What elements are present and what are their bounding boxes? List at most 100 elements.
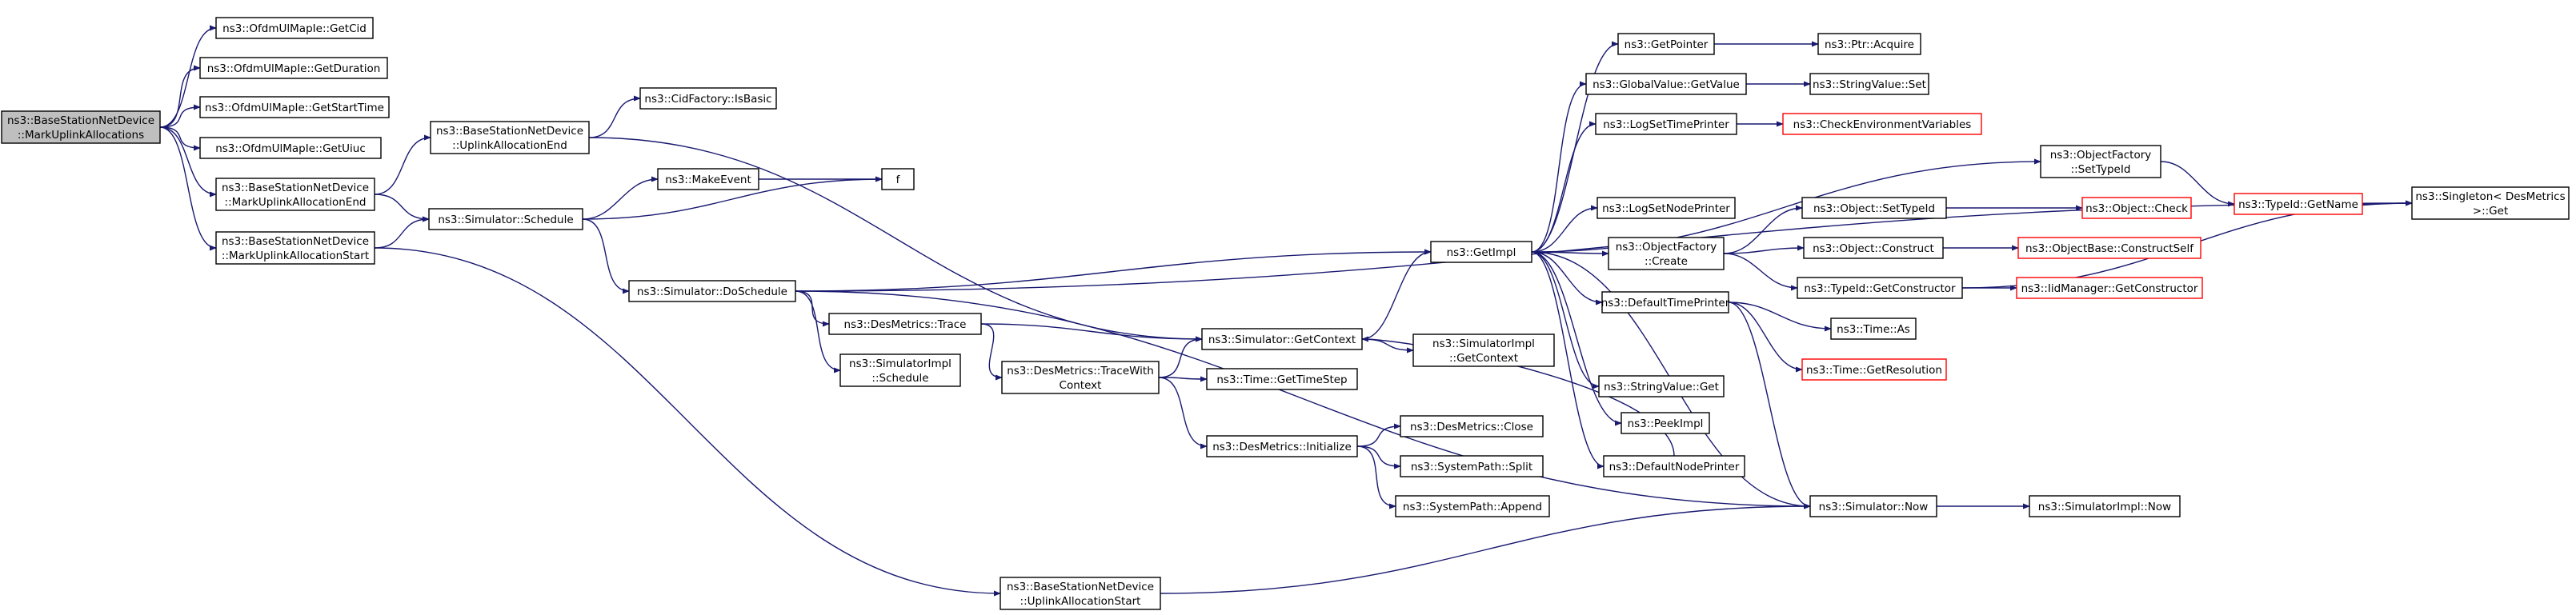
node-box [657,168,759,190]
node-label: ns3::GetImpl [1447,246,1516,259]
node-label: ns3::OfdmUlMapIe::GetDuration [207,62,381,75]
edge-n38-to-n48 [2160,161,2235,207]
node-ns3-time-gettimestep[interactable]: ns3::Time::GetTimeStep [1206,368,1358,390]
node-ns3-ofdmulmapie-getcid[interactable]: ns3::OfdmUlMapIe::GetCid [215,17,374,39]
node-ns3-systempath-append[interactable]: ns3::SystemPath::Append [1395,495,1550,517]
node-box [428,208,583,230]
node-box [1601,291,1729,313]
node-box [1201,328,1363,350]
node-ns3-object-check[interactable]: ns3::Object::Check [2081,197,2192,219]
edge-n0-to-n2 [159,65,201,128]
node-ns3-basestationnetdevice-markuplinkallocationstart[interactable]: ns3::BaseStationNetDevice::MarkUplinkAll… [215,231,375,265]
node-ns3-logsetnodeprinter[interactable]: ns3::LogSetNodePrinter [1596,197,1736,219]
node-box [1595,113,1737,135]
node-box [430,121,590,154]
edge-n24-to-n31 [1531,251,1600,389]
edge-n29-to-n39 [1723,205,1803,254]
edge-n9-to-n11 [582,176,883,220]
node-ns3-objectfactory-create[interactable]: ns3::ObjectFactory::Create [1608,237,1725,270]
node-ns3-simulator-schedule[interactable]: ns3::Simulator::Schedule [428,208,583,230]
node-ns3-object-settypeid[interactable]: ns3::Object::SetTypeId [1801,197,1947,219]
node-label: ns3::BaseStationNetDevice [222,182,369,194]
edge-n18-to-n22 [1356,445,1396,509]
node-label: ns3::ObjectBase::ConstructSelf [2025,242,2194,255]
edge-n29-to-n40 [1723,245,1805,254]
edge-n6-to-n23 [374,247,1001,597]
node-box [1797,277,1963,299]
node-ns3-singleton-desmetrics-get[interactable]: ns3::Singleton< DesMetrics>::Get [2411,186,2570,220]
node-ns3-systempath-split[interactable]: ns3::SystemPath::Split [1400,455,1544,477]
node-ns3-defaulttimeprinter[interactable]: ns3::DefaultTimePrinter [1601,291,1730,313]
node-ns3-ofdmulmapie-getstarttime[interactable]: ns3::OfdmUlMapIe::GetStartTime [199,96,390,118]
node-box [881,168,915,190]
node-box [2411,186,2570,220]
node-ns3-typeid-getconstructor[interactable]: ns3::TypeId::GetConstructor [1797,277,1963,299]
node-label: >::Get [2473,205,2508,218]
node-ns3-stringvalue-set[interactable]: ns3::StringValue::Set [1809,73,1929,95]
node-label: ::UplinkAllocationStart [1020,595,1141,608]
node-ns3-simulatorimpl-getcontext[interactable]: ns3::SimulatorImpl::GetContext [1412,333,1555,367]
node-label: ns3::Simulator::GetContext [1208,333,1356,346]
node-label: ns3::Object::Check [2085,202,2188,215]
node-ns3-basestationnetdevice-uplinkallocationend[interactable]: ns3::BaseStationNetDevice::UplinkAllocat… [430,121,590,154]
node-box [1801,358,1947,381]
node-ns3-basestationnetdevice-uplinkallocationstart[interactable]: ns3::BaseStationNetDevice::UplinkAllocat… [1000,577,1161,610]
node-ns3-checkenvironmentvariables[interactable]: ns3::CheckEnvironmentVariables [1782,113,1982,135]
edge-n24-to-n33 [1531,251,1604,469]
node-box [1,110,161,144]
node-ns3-time-getresolution[interactable]: ns3::Time::GetResolution [1801,358,1947,381]
edge-n15-to-n16 [1158,336,1203,378]
node-box [1206,368,1358,390]
node-ns3-object-construct[interactable]: ns3::Object::Construct [1803,237,1944,259]
node-ns3-time-as[interactable]: ns3::Time::As [1830,317,1917,340]
node-ns3-cidfactory-isbasic[interactable]: ns3::CidFactory::IsBasic [639,87,777,110]
node-ns3-iidmanager-getconstructor[interactable]: ns3::IidManager::GetConstructor [2016,277,2203,299]
node-box [215,178,375,211]
node-ns3-desmetrics-close[interactable]: ns3::DesMetrics::Close [1400,415,1544,437]
node-label: ns3::SimulatorImpl::Now [2038,501,2171,513]
edge-n6-to-n9 [374,216,430,249]
node-label: Context [1060,379,1102,392]
node-ns3-typeid-getname[interactable]: ns3::TypeId::GetName [2233,193,2363,215]
edge-n18-to-n20 [1356,423,1401,447]
node-ns3-makeevent[interactable]: ns3::MakeEvent [657,168,759,190]
node-box [1000,577,1161,610]
node-ns3-simulatorimpl-schedule[interactable]: ns3::SimulatorImpl::Schedule [839,353,961,387]
node-ns3-getimpl[interactable]: ns3::GetImpl [1430,241,1532,263]
node-box [1400,415,1544,437]
node-ns3-desmetrics-initialize[interactable]: ns3::DesMetrics::Initialize [1206,435,1358,457]
node-f[interactable]: f [881,168,915,190]
node-ns3-simulator-doschedule[interactable]: ns3::Simulator::DoSchedule [628,280,796,302]
node-ns3-basestationnetdevice-markuplinkallocations[interactable]: ns3::BaseStationNetDevice::MarkUplinkAll… [1,110,161,144]
node-ns3-simulator-now[interactable]: ns3::Simulator::Now [1809,495,1937,517]
node-ns3-logsettimeprinter[interactable]: ns3::LogSetTimePrinter [1595,113,1737,135]
node-ns3-stringvalue-get[interactable]: ns3::StringValue::Get [1598,375,1725,397]
edge-n18-to-n21 [1356,445,1401,469]
node-ns3-ptr-acquire[interactable]: ns3::Ptr::Acquire [1817,33,1921,55]
node-ns3-ofdmulmapie-getduration[interactable]: ns3::OfdmUlMapIe::GetDuration [199,57,388,79]
node-label: ns3::Object::Construct [1813,242,1934,255]
node-ns3-peekimpl[interactable]: ns3::PeekImpl [1621,412,1710,434]
node-label: ns3::ObjectFactory [2050,149,2152,162]
node-ns3-ofdmulmapie-getuiuc[interactable]: ns3::OfdmUlMapIe::GetUiuc [199,137,382,159]
node-label: ns3::StringValue::Set [1813,78,1926,91]
node-ns3-globalvalue-getvalue[interactable]: ns3::GlobalValue::GetValue [1585,73,1747,95]
edge-n7-to-n16 [588,137,1203,342]
node-box [1206,435,1358,457]
node-ns3-defaultnodeprinter[interactable]: ns3::DefaultNodePrinter [1603,455,1745,477]
node-label: ::UplinkAllocationEnd [452,139,567,152]
node-ns3-basestationnetdevice-markuplinkallocationend[interactable]: ns3::BaseStationNetDevice::MarkUplinkAll… [215,178,375,211]
node-box [215,231,375,265]
node-label: ns3::SimulatorImpl [1432,337,1535,350]
node-ns3-simulator-getcontext[interactable]: ns3::Simulator::GetContext [1201,328,1363,350]
node-ns3-objectfactory-settypeid[interactable]: ns3::ObjectFactory::SetTypeId [2040,145,2161,178]
node-label: ::GetContext [1449,352,1518,365]
node-ns3-getpointer[interactable]: ns3::GetPointer [1617,33,1715,55]
node-ns3-objectbase-constructself[interactable]: ns3::ObjectBase::ConstructSelf [2017,237,2201,259]
node-box [2233,193,2363,215]
node-box [1603,455,1745,477]
node-label: ns3::PeekImpl [1628,417,1704,430]
node-ns3-simulatorimpl-now[interactable]: ns3::SimulatorImpl::Now [2029,495,2181,517]
node-ns3-desmetrics-trace[interactable]: ns3::DesMetrics::Trace [828,313,982,335]
